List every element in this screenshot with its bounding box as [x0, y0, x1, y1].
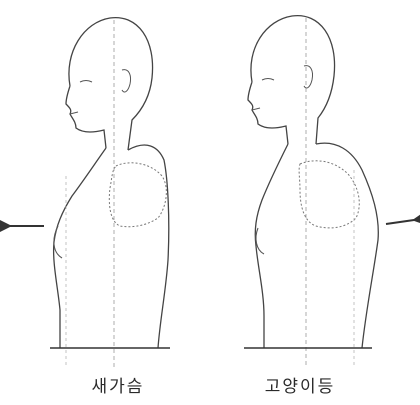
- pigeon-chest-figure: [10, 18, 170, 368]
- torso-outline: [255, 143, 378, 348]
- arrow-right-icon: [386, 220, 414, 224]
- ear: [304, 66, 313, 88]
- ear: [122, 70, 131, 92]
- caption-right: 고양이등: [230, 372, 370, 397]
- chest: [256, 228, 264, 254]
- shoulder-blade: [109, 163, 166, 227]
- head-outline: [66, 18, 153, 150]
- shoulder-blade: [299, 161, 359, 228]
- eye: [262, 79, 274, 81]
- rounded-back-figure: [244, 16, 414, 368]
- chest: [54, 226, 62, 258]
- caption-left: 새가슴: [48, 372, 188, 397]
- torso-outline: [54, 145, 169, 348]
- eye: [80, 81, 92, 83]
- head-outline: [248, 16, 335, 144]
